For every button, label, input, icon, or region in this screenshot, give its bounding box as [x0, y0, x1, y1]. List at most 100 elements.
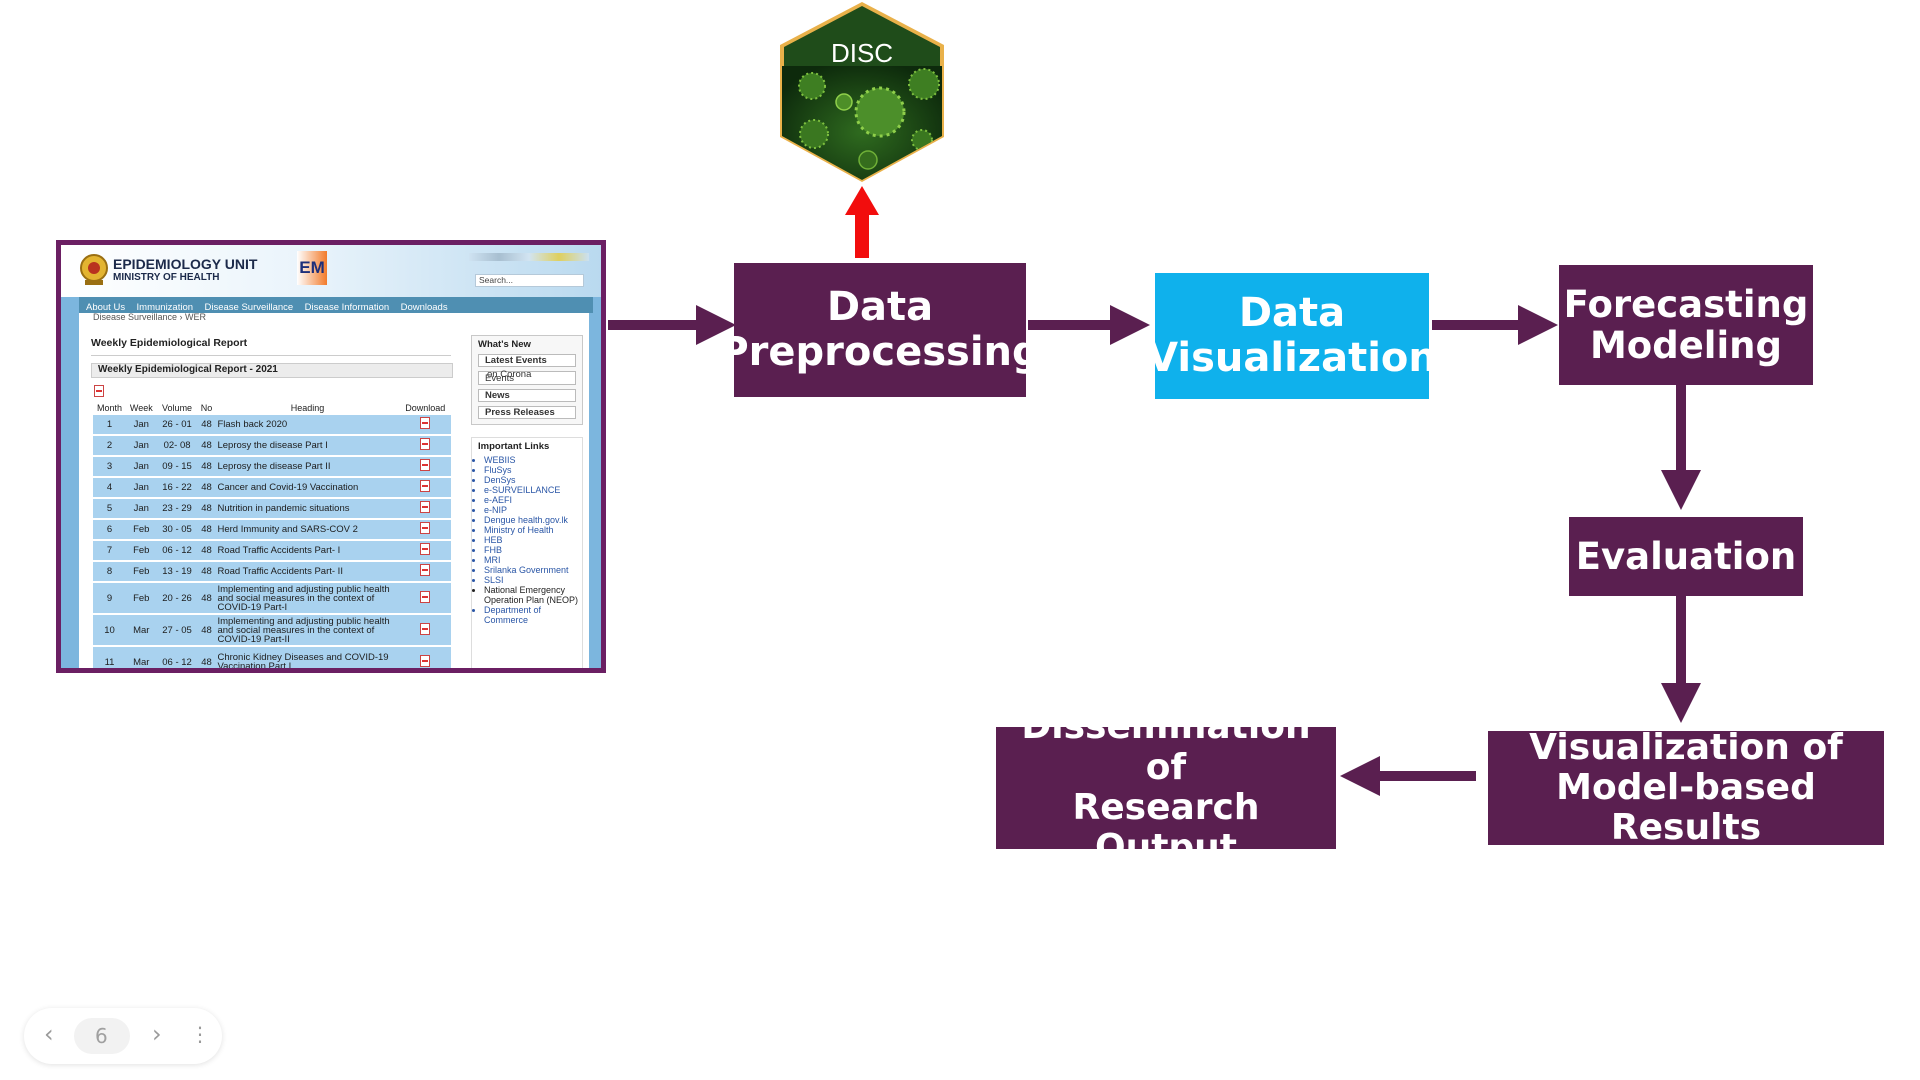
- row-download[interactable]: [399, 498, 451, 520]
- important-link-item[interactable]: e-NIP: [484, 505, 582, 515]
- row-download[interactable]: [399, 540, 451, 562]
- row-month: Jan: [126, 415, 157, 436]
- col-month: Month: [97, 403, 123, 413]
- col-volume: Volume: [162, 403, 193, 413]
- press-releases-button[interactable]: Press Releases: [478, 406, 576, 419]
- important-link-item[interactable]: FluSys: [484, 465, 582, 475]
- pdf-download-icon[interactable]: [420, 654, 431, 667]
- pdf-download-icon[interactable]: [420, 622, 431, 635]
- more-vertical-icon[interactable]: ⋮: [190, 1022, 210, 1046]
- evaluation-box: Evaluation: [1569, 517, 1803, 596]
- page-title-rule: [91, 355, 451, 356]
- row-week: 13 - 19: [156, 561, 198, 583]
- row-number: 5: [93, 498, 127, 520]
- row-download[interactable]: [399, 582, 451, 615]
- data-visualization-line1: Data: [1238, 290, 1346, 337]
- pdf-download-icon[interactable]: [420, 480, 431, 492]
- row-week: 06 - 12: [156, 540, 198, 562]
- row-volume: 48: [197, 614, 216, 647]
- row-download[interactable]: [399, 415, 451, 436]
- latest-events-button[interactable]: Latest Events: [478, 354, 576, 367]
- page-number-pill[interactable]: [74, 1018, 130, 1054]
- pdf-download-icon[interactable]: [420, 564, 431, 576]
- nav-downloads[interactable]: Downloads: [400, 302, 448, 313]
- row-download[interactable]: [399, 519, 451, 541]
- nav-disease-surveillance[interactable]: Disease Surveillance: [204, 302, 294, 313]
- forecasting-modeling-box: Forecasting Modeling: [1559, 265, 1813, 385]
- emblem-icon: [80, 254, 108, 285]
- breadcrumb[interactable]: Disease Surveillance › WER: [93, 312, 207, 322]
- important-link-item[interactable]: MRI: [484, 555, 582, 565]
- important-link-item[interactable]: SLSI: [484, 575, 582, 585]
- row-number: 6: [93, 519, 127, 541]
- row-download[interactable]: [399, 614, 451, 647]
- row-number: 11: [93, 646, 127, 668]
- important-link-item[interactable]: HEB: [484, 535, 582, 545]
- important-link-item[interactable]: Ministry of Health: [484, 525, 582, 535]
- nav-disease-information[interactable]: Disease Information: [304, 302, 390, 313]
- pdf-download-icon[interactable]: [420, 438, 431, 450]
- data-preprocessing-box: Data Preprocessing: [719, 263, 1041, 397]
- important-link-item[interactable]: Dengue health.gov.lk: [484, 515, 582, 525]
- pdf-icon[interactable]: [94, 385, 104, 397]
- row-download[interactable]: [399, 435, 451, 457]
- important-links-panel: Important Links WEBIISFluSysDenSyse-SURV…: [471, 437, 583, 668]
- important-link-item[interactable]: Department of Commerce: [484, 605, 582, 625]
- header-toolbar-icons[interactable]: [469, 253, 589, 261]
- row-download[interactable]: [399, 477, 451, 499]
- pdf-download-icon[interactable]: [420, 590, 431, 603]
- row-month: Feb: [126, 519, 157, 541]
- row-volume: 48: [197, 519, 216, 541]
- pdf-download-icon[interactable]: [420, 417, 431, 429]
- row-number: 10: [93, 614, 127, 647]
- pdf-download-icon[interactable]: [420, 501, 431, 513]
- row-heading: Herd Immunity and SARS-COV 2: [215, 519, 400, 541]
- important-links-list: WEBIISFluSysDenSyse-SURVEILLANCEe-AEFIe-…: [472, 455, 582, 625]
- row-week: 02- 08: [156, 435, 198, 457]
- important-link-item[interactable]: FHB: [484, 545, 582, 555]
- site-search-input[interactable]: Search...: [475, 274, 584, 287]
- row-month: Mar: [126, 646, 157, 668]
- important-link-item[interactable]: e-SURVEILLANCE: [484, 485, 582, 495]
- row-download[interactable]: [399, 561, 451, 583]
- row-week: 20 - 26: [156, 582, 198, 615]
- page-border-left: [61, 297, 79, 668]
- row-heading: Chronic Kidney Diseases and COVID-19 Vac…: [215, 646, 400, 668]
- row-week: 06 - 12: [156, 646, 198, 668]
- col-heading: Heading: [290, 403, 325, 413]
- row-heading: Flash back 2020: [215, 415, 400, 436]
- model-results-line1: Visualization of: [1529, 726, 1843, 768]
- pdf-download-icon[interactable]: [420, 459, 431, 471]
- row-download[interactable]: [399, 456, 451, 478]
- row-month: Feb: [126, 540, 157, 562]
- nav-about-us[interactable]: About Us: [86, 302, 126, 313]
- important-link-item[interactable]: DenSys: [484, 475, 582, 485]
- col-no: No: [200, 403, 213, 413]
- pdf-download-icon[interactable]: [420, 543, 431, 555]
- important-link-item[interactable]: Srilanka Government: [484, 565, 582, 575]
- news-button[interactable]: News: [478, 389, 576, 402]
- row-volume: 48: [197, 415, 216, 436]
- nav-immunization[interactable]: Immunization: [136, 302, 194, 313]
- corona-events-button[interactable]: on Corona Events: [478, 370, 576, 385]
- important-link-item[interactable]: WEBIIS: [484, 455, 582, 465]
- row-month: Jan: [126, 477, 157, 499]
- important-link-item[interactable]: National Emergency Operation Plan (NEOP): [484, 585, 582, 605]
- row-download[interactable]: [399, 646, 451, 668]
- row-week: 23 - 29: [156, 498, 198, 520]
- chevron-left-icon[interactable]: ‹: [44, 1020, 54, 1048]
- data-preprocessing-line2: Preprocessing: [719, 329, 1041, 375]
- chevron-right-icon[interactable]: ›: [152, 1020, 162, 1048]
- unit-title: EPIDEMIOLOGY UNIT: [113, 256, 258, 272]
- important-link-item[interactable]: e-AEFI: [484, 495, 582, 505]
- press-releases-label: Press Releases: [485, 407, 555, 418]
- row-volume: 48: [197, 435, 216, 457]
- pdf-download-icon[interactable]: [420, 522, 431, 534]
